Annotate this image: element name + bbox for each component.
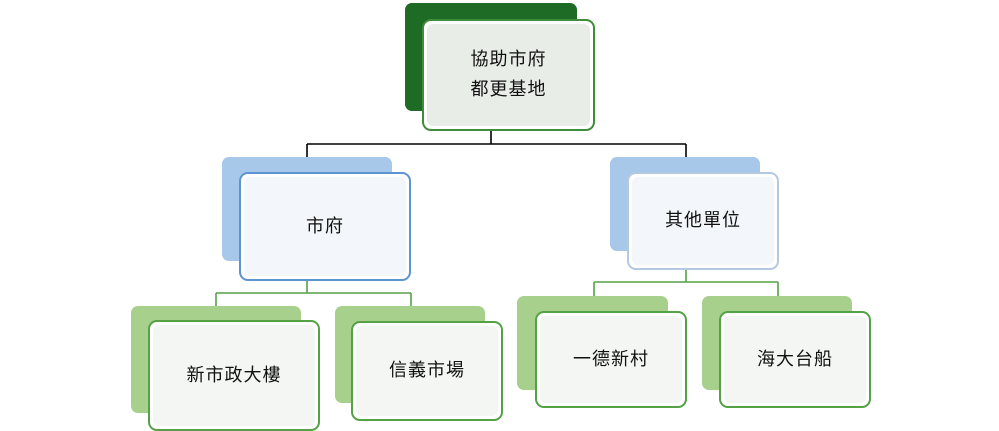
node-xinyi-fill xyxy=(356,326,498,416)
node-yide: 一德新村 xyxy=(517,296,687,408)
node-root-fill xyxy=(427,24,590,126)
node-root-card: 協助市府 都更基地 xyxy=(422,19,595,131)
node-haida-label: 海大台船 xyxy=(757,348,833,370)
node-other-card: 其他單位 xyxy=(627,172,779,270)
node-yide-label: 一德新村 xyxy=(573,348,649,370)
node-other-fill xyxy=(632,177,774,265)
node-root: 協助市府 都更基地 xyxy=(405,3,596,131)
node-shifu-fill xyxy=(244,177,406,276)
node-xinshizheng: 新市政大樓 xyxy=(131,306,320,431)
node-haida-fill xyxy=(724,316,866,403)
node-haida-card: 海大台船 xyxy=(719,311,871,408)
node-shifu: 市府 xyxy=(222,157,411,281)
node-root-label: 協助市府 都更基地 xyxy=(470,49,547,100)
node-xinshizheng-card: 新市政大樓 xyxy=(148,320,320,431)
node-xinshizheng-label: 新市政大樓 xyxy=(186,364,282,386)
node-shifu-card: 市府 xyxy=(239,172,411,281)
node-shifu-label: 市府 xyxy=(306,215,344,237)
node-yide-card: 一德新村 xyxy=(535,311,687,408)
node-haida: 海大台船 xyxy=(702,296,871,408)
node-other: 其他單位 xyxy=(610,157,779,270)
node-xinyi: 信義市場 xyxy=(335,306,503,421)
node-other-label: 其他單位 xyxy=(665,210,741,231)
node-xinyi-label: 信義市場 xyxy=(389,360,465,381)
node-xinshizheng-fill xyxy=(153,325,315,426)
node-yide-fill xyxy=(540,316,682,403)
node-xinyi-card: 信義市場 xyxy=(351,321,503,421)
